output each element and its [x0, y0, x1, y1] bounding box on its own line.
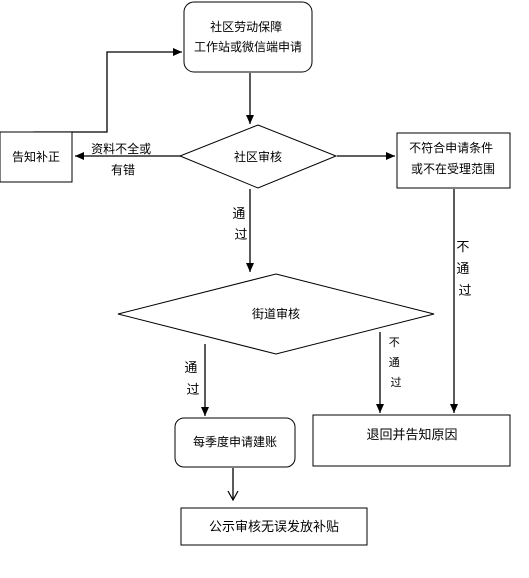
svg-text:不 通 过: 不 通 过 [456, 240, 473, 299]
node-not-eligible: 不符合申请条件 或不在受理范围 [396, 132, 511, 189]
edge-label-incomplete-line-2: 有错 [111, 163, 135, 177]
svg-text:退回并告知原因: 退回并告知原因 [366, 427, 457, 443]
node-apply: 社区劳动保障 工作站或微信端申请 [183, 1, 313, 73]
node-apply-line-1: 社区劳动保障 [210, 19, 282, 34]
edge-label-fail-1-line-3: 过 [458, 284, 471, 299]
node-apply-line-2: 工作站或微信端申请 [194, 40, 302, 54]
edge-label-fail-1: 不 通 过 [456, 240, 473, 299]
node-public-subsidy: 公示审核无误发放补贴 [180, 507, 368, 546]
node-public-subsidy-label: 公示审核无误发放补贴 [209, 519, 339, 535]
svg-text:通 过: 通 过 [232, 207, 249, 243]
node-not-eligible-line-1: 不符合申请条件 [409, 140, 493, 155]
edge-label-fail-2: 不 通 过 [389, 336, 404, 389]
edge-label-pass-1-line-1: 通 [232, 207, 245, 222]
node-community-review-label: 社区审核 [234, 149, 282, 164]
svg-text:街道审核: 街道审核 [252, 306, 300, 321]
node-street-review: 街道审核 [117, 273, 435, 355]
edge-label-incomplete: 资料不全或 有错 [91, 141, 155, 177]
node-return-notify: 退回并告知原因 [312, 414, 511, 467]
edge-label-pass-1-line-2: 过 [234, 228, 247, 243]
edge-label-fail-1-line-2: 通 [456, 262, 469, 277]
node-quarterly-account: 每季度申请建账 [174, 417, 296, 468]
svg-text:资料不全或 有错: 资料不全或 有错 [91, 141, 155, 177]
node-notify-fix: 告知补正 [0, 131, 73, 183]
node-quarterly-account-label: 每季度申请建账 [193, 434, 277, 449]
node-community-review: 社区审核 [178, 124, 338, 189]
edge-label-fail-1-line-1: 不 [456, 240, 469, 255]
svg-text:社区审核: 社区审核 [234, 149, 282, 164]
node-return-notify-label: 退回并告知原因 [366, 427, 457, 443]
node-notify-fix-label: 告知补正 [12, 150, 60, 164]
edge-label-pass-1: 通 过 [232, 207, 249, 243]
svg-text:不符合申请条件 或不在受理范围: 不符合申请条件 或不在受理范围 [409, 140, 497, 176]
svg-text:告知补正: 告知补正 [12, 150, 60, 164]
edge-label-fail-2-line-1: 不 [389, 336, 400, 349]
svg-text:通 过: 通 过 [184, 361, 201, 398]
edge-label-pass-2-line-1: 通 [184, 361, 197, 376]
edge-label-incomplete-line-1: 资料不全或 [91, 141, 151, 156]
edge-label-pass-2-line-2: 过 [186, 383, 199, 398]
node-street-review-label: 街道审核 [252, 306, 300, 321]
edge-notify-fix-to-apply [34, 48, 182, 133]
edge-label-fail-2-line-3: 过 [391, 376, 402, 389]
svg-text:每季度申请建账: 每季度申请建账 [193, 434, 277, 449]
edge-label-fail-2-line-2: 通 [389, 356, 400, 369]
svg-text:公示审核无误发放补贴: 公示审核无误发放补贴 [209, 519, 339, 535]
svg-text:社区劳动保障 工作站或微信端申请: 社区劳动保障 工作站或微信端申请 [194, 19, 302, 54]
svg-text:不 通 过: 不 通 过 [389, 336, 404, 389]
node-not-eligible-line-2: 或不在受理范围 [411, 162, 495, 176]
edge-label-pass-2: 通 过 [184, 361, 201, 398]
